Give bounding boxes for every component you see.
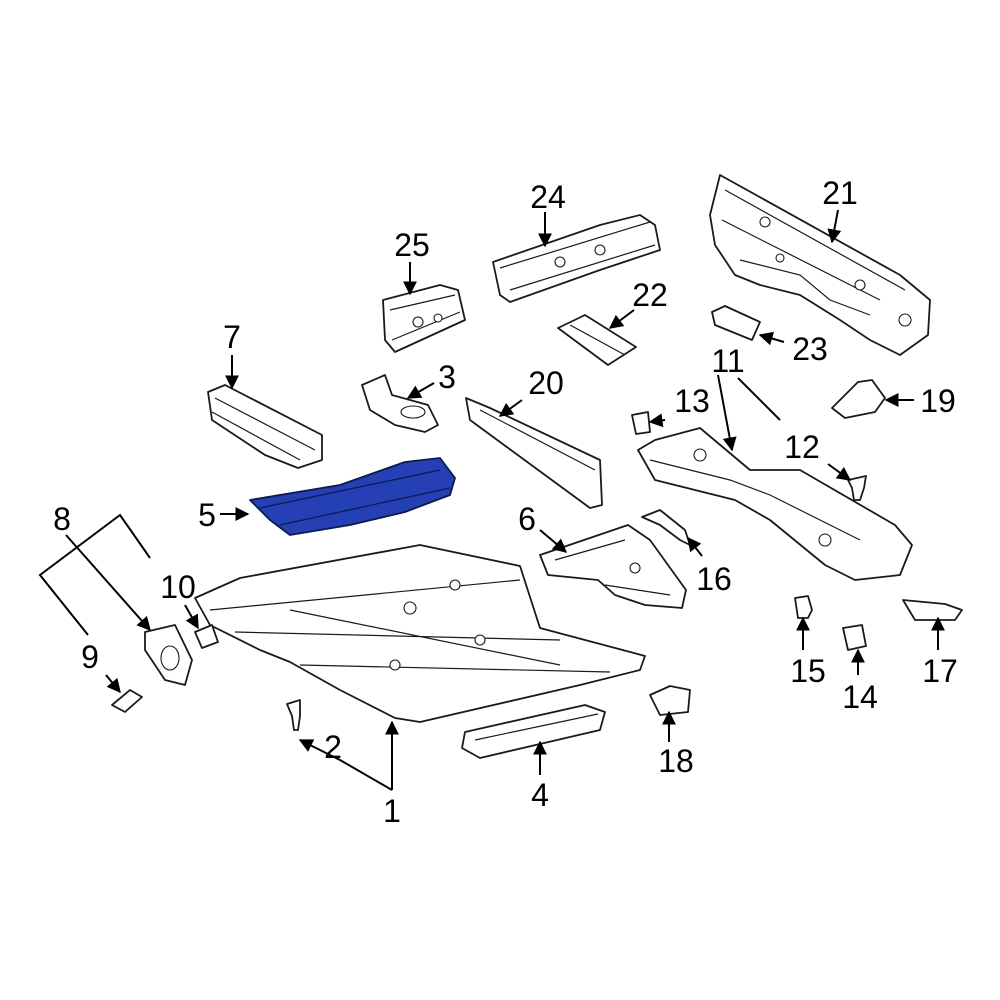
- part-18-bracket[interactable]: [649, 685, 691, 716]
- part-17-bracket[interactable]: [902, 599, 963, 621]
- part-19-cover[interactable]: [831, 379, 886, 419]
- callout-16: 16: [696, 561, 732, 597]
- callout-22: 22: [632, 277, 668, 313]
- part-14-clip[interactable]: [842, 624, 867, 651]
- callout-6: 6: [518, 501, 536, 537]
- part-3-bracket[interactable]: [361, 374, 439, 433]
- part-12-bolt[interactable]: [847, 475, 867, 501]
- callout-24: 24: [530, 179, 566, 215]
- callout-15: 15: [790, 653, 826, 689]
- part-20-rail[interactable]: [465, 397, 603, 509]
- part-24-crossmember[interactable]: [492, 214, 661, 303]
- part-21-rear-panel[interactable]: [709, 174, 931, 356]
- callout-21: 21: [822, 175, 858, 211]
- part-4-rail[interactable]: [461, 704, 606, 759]
- leader-lines: [38, 209, 945, 791]
- part-6-bracket[interactable]: [539, 524, 687, 609]
- callout-2: 2: [324, 729, 342, 765]
- callout-14: 14: [842, 679, 878, 715]
- part-22-bracket[interactable]: [557, 314, 637, 366]
- callout-11: 11: [711, 343, 744, 379]
- part-15-clip[interactable]: [794, 595, 813, 619]
- part-13-grommet[interactable]: [631, 411, 651, 435]
- callout-10: 10: [160, 569, 196, 605]
- callout-25: 25: [394, 227, 430, 263]
- callout-7: 7: [223, 319, 241, 355]
- part-9-bolt[interactable]: [111, 689, 143, 713]
- part-8-mount[interactable]: [144, 624, 193, 686]
- part-11-rear-floor[interactable]: [637, 427, 913, 581]
- callout-labels: 1 2 3 4 5 6 7 8 9 10 11 12 13 14 15 16 1…: [53, 175, 958, 829]
- part-25-bracket[interactable]: [382, 284, 466, 353]
- callout-13: 13: [674, 383, 710, 419]
- callout-20: 20: [528, 365, 564, 401]
- callout-18: 18: [658, 743, 694, 779]
- callout-17: 17: [922, 653, 958, 689]
- part-5-crossmember-highlighted[interactable]: [249, 457, 456, 536]
- callout-5: 5: [198, 497, 216, 533]
- callout-3: 3: [438, 359, 456, 395]
- part-7-member[interactable]: [207, 384, 323, 469]
- part-1-floor-pan[interactable]: [194, 544, 646, 723]
- callout-1: 1: [383, 793, 401, 829]
- part-23-clip[interactable]: [711, 305, 761, 341]
- callout-4: 4: [531, 777, 549, 813]
- callout-8: 8: [53, 501, 71, 537]
- callout-9: 9: [81, 639, 99, 675]
- callout-23: 23: [792, 331, 828, 367]
- callout-19: 19: [920, 383, 956, 419]
- part-2-bolt[interactable]: [286, 699, 301, 731]
- callout-12: 12: [784, 429, 820, 465]
- part-10-nut[interactable]: [194, 624, 219, 649]
